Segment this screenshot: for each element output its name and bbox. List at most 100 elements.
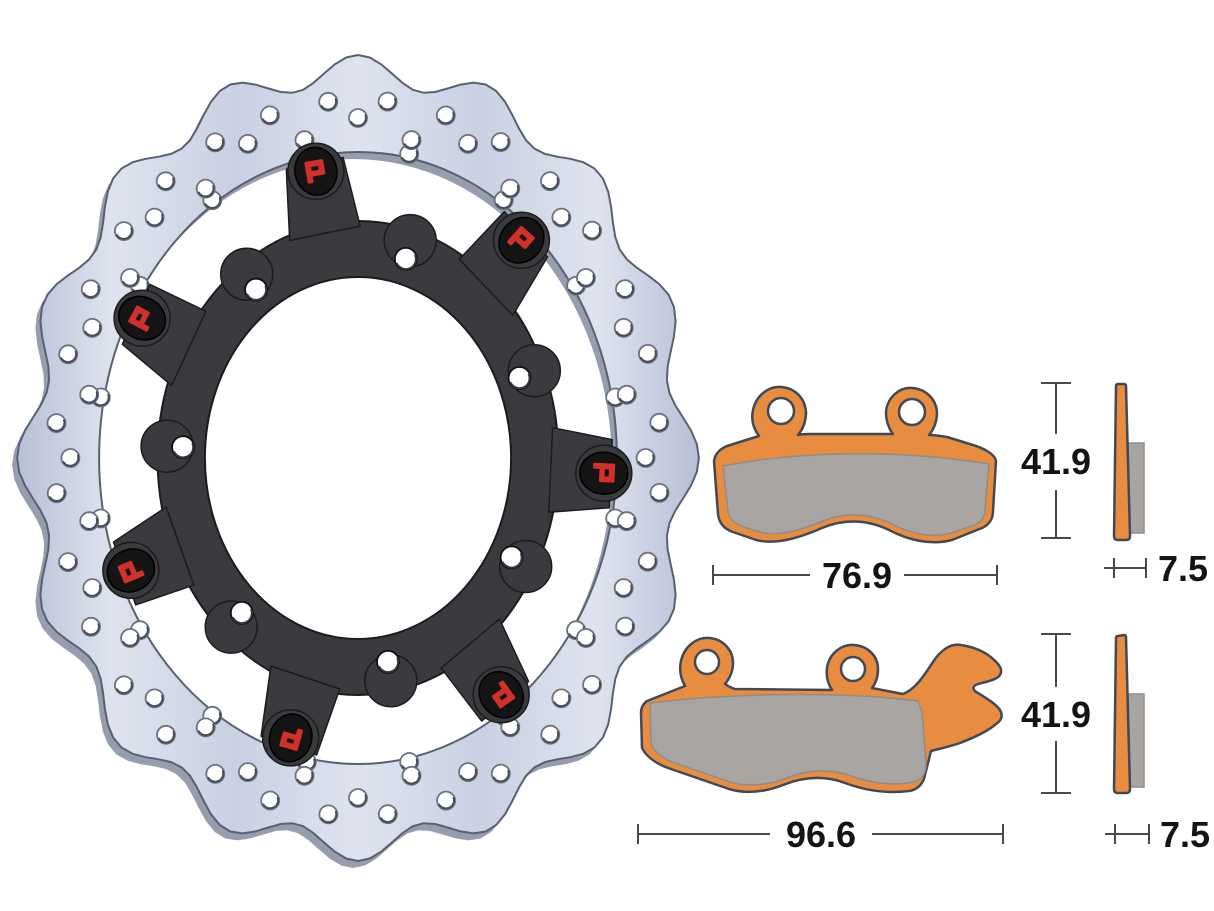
drill-hole-shadow [615, 324, 633, 337]
dim-pad-bottom-height-label: 41.9 [1021, 694, 1091, 735]
drill-hole [500, 178, 521, 199]
brand-logo-icon [507, 226, 535, 250]
dim-pad-top-height-label: 41.9 [1021, 441, 1091, 482]
drill-hole-shadow [379, 810, 397, 823]
drill-hole [58, 344, 79, 365]
drill-hole-shadow [84, 584, 102, 597]
drill-hole-shadow [157, 177, 175, 190]
drill-hole [540, 724, 561, 745]
drill-hole-shadow [350, 114, 367, 127]
drill-hole [616, 384, 637, 405]
drill-hole [82, 578, 103, 598]
pad-top-face [712, 385, 998, 544]
float-button [294, 146, 338, 196]
drill-hole-shadow [173, 442, 195, 459]
drill-hole [635, 448, 656, 468]
drill-hole [58, 552, 78, 572]
dim-pad-top-labels: 41.9 76.9 7.5 [822, 441, 1208, 596]
float-button [579, 451, 629, 495]
drill-hole [195, 717, 216, 738]
drill-hole-shadow [509, 373, 531, 390]
drill-hole [144, 207, 165, 228]
drill-hole-shadow [637, 454, 655, 467]
drill-hole-shadow [578, 634, 595, 647]
drill-hole-shadow [197, 723, 215, 737]
drill-hole [458, 133, 479, 154]
drill-hole-shadow [379, 97, 397, 111]
dim-pad-bottom-lines [637, 633, 1150, 844]
drill-hole [490, 763, 511, 784]
drill-hole-shadow [81, 517, 99, 530]
drill-hole [260, 790, 281, 811]
drill-hole-shadow [584, 227, 601, 240]
drill-hole-shadow [651, 419, 669, 432]
drill-hole-shadow [122, 274, 139, 287]
drill-hole-shadow [60, 350, 78, 363]
drill-hole-shadow [81, 391, 99, 404]
drill-hole-shadow [501, 553, 523, 569]
drill-hole-shadow [207, 770, 225, 783]
drill-hole-shadow [122, 634, 139, 647]
drill-hole [205, 764, 226, 784]
drill-hole-shadow [584, 681, 601, 694]
drill-hole [195, 178, 216, 199]
drill-hole-shadow [350, 794, 367, 807]
drill-hole [46, 483, 67, 504]
drill-hole [649, 412, 670, 433]
drill-hole-shadow [401, 150, 419, 163]
drill-hole-shadow [158, 731, 175, 744]
drill-hole [114, 675, 134, 696]
drill-hole-shadow [651, 489, 669, 502]
brake-disc [12, 53, 700, 868]
drill-hole-shadow [640, 350, 657, 363]
drill-hole [490, 132, 511, 153]
drill-hole-shadow [618, 517, 636, 530]
drill-hole-shadow [396, 254, 417, 271]
drill-hole-shadow [146, 213, 164, 227]
drill-hole [613, 578, 634, 598]
drill-hole-shadow [246, 285, 268, 301]
drill-hole-shadow [116, 681, 133, 694]
drill-hole-shadow [492, 769, 510, 783]
pad-top-ear-hole-right [897, 397, 927, 427]
pad-bottom-side-backing [1112, 633, 1132, 795]
drill-hole-shadow [502, 184, 520, 198]
drill-hole [348, 788, 368, 808]
drill-hole-shadow [320, 98, 338, 111]
drill-hole-shadow [83, 623, 100, 636]
drill-hole-shadow [542, 177, 559, 190]
brand-logo-icon [117, 560, 145, 584]
dim-pad-bottom-width-label: 96.6 [786, 814, 856, 855]
drill-hole-shadow [84, 324, 102, 337]
brand-logo-icon [304, 159, 326, 184]
drill-hole [60, 448, 81, 468]
drill-hole-shadow [240, 140, 257, 153]
drill-hole [205, 132, 226, 153]
drill-hole-shadow [542, 731, 560, 744]
drill-hole-shadow [502, 723, 520, 737]
float-button [498, 216, 545, 264]
drill-hole [80, 279, 101, 300]
drill-hole [237, 133, 258, 154]
drill-hole [638, 343, 658, 364]
brand-logo-icon [491, 680, 516, 709]
pad-bottom-side [1112, 633, 1145, 795]
drill-hole [348, 108, 368, 128]
drill-hole [144, 688, 165, 709]
pad-top-ear-hole-left [766, 396, 796, 426]
drill-hole [237, 762, 258, 782]
drill-hole-shadow [232, 608, 253, 625]
dim-pad-bottom-thickness-label: 7.5 [1160, 814, 1210, 855]
float-button [106, 548, 156, 593]
drill-hole-shadow [378, 657, 399, 674]
drill-hole-shadow [553, 213, 571, 227]
drill-hole-shadow [460, 768, 477, 781]
drill-hole [401, 765, 422, 786]
drill-hole-shadow [437, 111, 455, 125]
pad-top-side [1112, 382, 1145, 542]
drill-hole [615, 616, 636, 637]
drill-hole-shadow [48, 419, 66, 432]
drill-hole-shadow [615, 584, 633, 597]
